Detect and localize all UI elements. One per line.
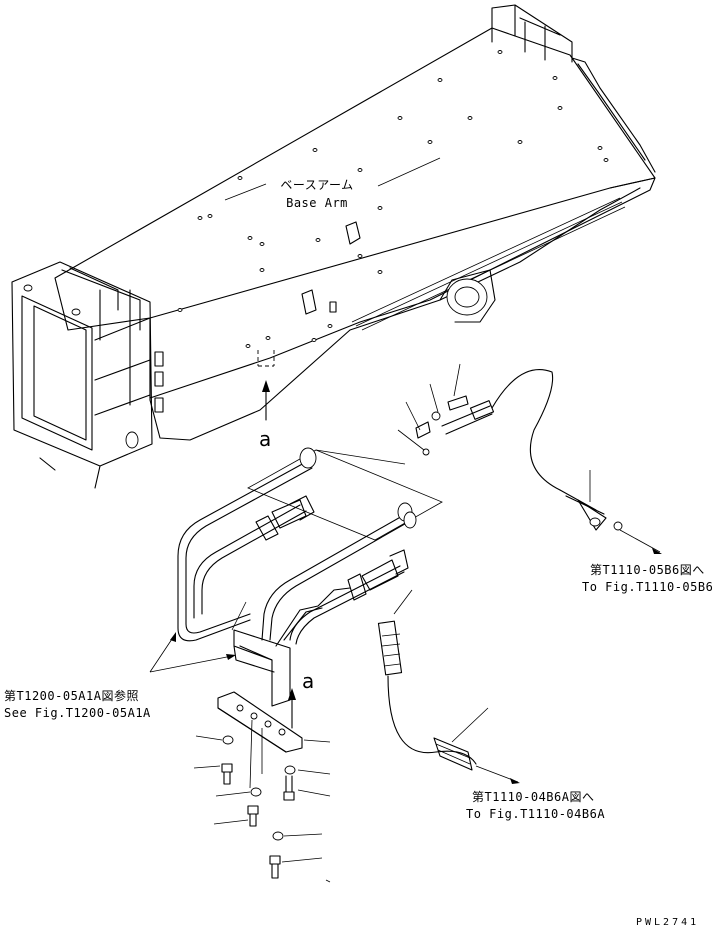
ref-t1110-04b6a-en: To Fig.T1110-04B6A (466, 807, 606, 821)
ref-t1200-05a1a-en: See Fig.T1200-05A1A (4, 706, 151, 720)
sensor-assembly-lower (377, 589, 520, 784)
callout-arrows (149, 632, 236, 673)
view-arrow-lower (288, 688, 296, 729)
view-label-upper: a (259, 427, 272, 451)
view-label-lower: a (302, 669, 315, 693)
arm-holes (23, 50, 609, 348)
base-arm-drawing (11, 4, 656, 489)
base-arm-label-jp: ベースアーム (280, 178, 354, 192)
sensor-assembly-upper (397, 363, 662, 554)
ref-t1110-05b6-en: To Fig.T1110-05B6 (582, 580, 714, 594)
drawing-code: PWL2741 (636, 917, 700, 928)
base-arm-label-en: Base Arm (286, 196, 348, 210)
ref-t1200-05a1a-jp: 第T1200-05A1A図参照 (4, 689, 139, 703)
ref-t1110-05b6-jp: 第T1110-05B6図へ (590, 563, 705, 577)
ref-t1110-04b6a-jp: 第T1110-04B6A図へ (472, 790, 595, 804)
clamp-hardware (193, 691, 331, 883)
view-arrow-upper (262, 380, 270, 421)
hydraulic-tubes-drawing (177, 447, 443, 707)
